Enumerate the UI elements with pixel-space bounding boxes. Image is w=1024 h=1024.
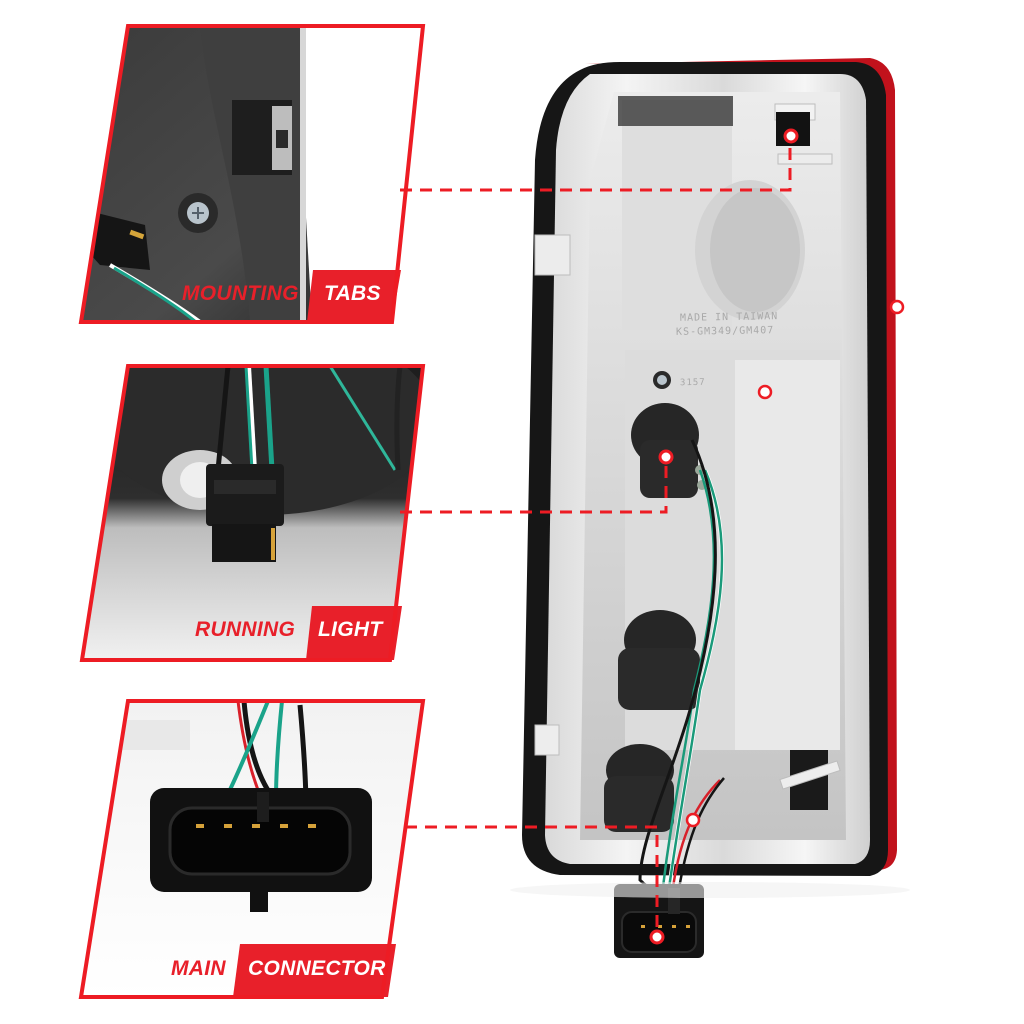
label-mounting: MOUNTING (182, 282, 299, 305)
callout-panel-running-light (79, 364, 426, 662)
label-light: LIGHT (318, 618, 383, 641)
screw-photo (178, 193, 218, 233)
leader-line-mounting-tabs (400, 128, 799, 192)
leader-line-main-connector (405, 825, 665, 945)
mounting-tab-photo (232, 100, 292, 175)
decor-markers (685, 299, 905, 828)
label-tab-background (306, 606, 402, 660)
embossed-bulb-mark: 3157 (679, 377, 706, 389)
label-tab-background (307, 270, 401, 322)
label-main: MAIN (171, 957, 226, 980)
panel-frame (78, 24, 426, 324)
leader-line-running-light (400, 449, 674, 514)
embossed-text-model: KS-GM349/GM407 (675, 325, 775, 338)
embossed-text-origin: MADE IN TAIWAN (679, 311, 779, 324)
wire-connector-photo (82, 210, 202, 322)
main-connector-plug-photo (150, 788, 372, 912)
label-running: RUNNING (195, 618, 296, 641)
tail-light-housing (510, 58, 910, 958)
panel-frame (79, 364, 426, 662)
upper-bulb-socket (631, 403, 707, 498)
label-tab-background (233, 944, 396, 997)
lower-bulb-socket (604, 744, 674, 832)
callout-panel-main-connector (78, 699, 426, 999)
callout-panel-mounting-tabs (78, 24, 426, 324)
running-light-plug-photo (206, 464, 284, 562)
label-tabs: TABS (324, 282, 381, 305)
label-connector: CONNECTOR (248, 957, 386, 980)
panel-frame (78, 699, 426, 999)
middle-bulb-socket (618, 610, 700, 710)
